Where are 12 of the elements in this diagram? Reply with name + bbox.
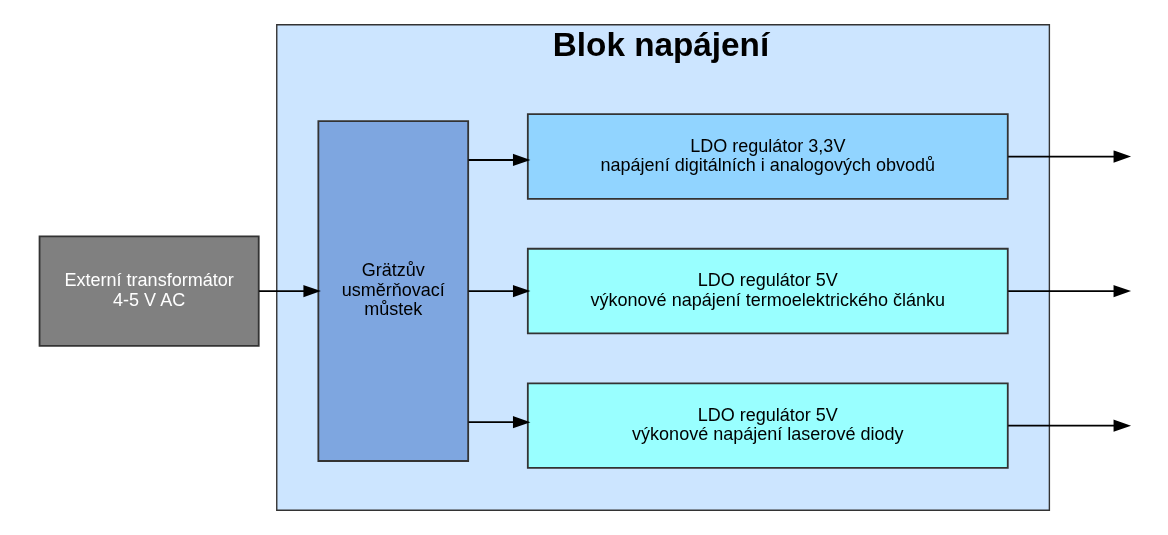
node-box: LDO regulátor 5V výkonové napájení laserové diody <box>526 382 1009 469</box>
arrow <box>467 153 530 167</box>
node-box: LDO regulátor 3,3V napájení digitálních i analogových obvodů <box>526 113 1009 200</box>
arrow <box>1006 419 1131 432</box>
arrow <box>1006 150 1131 163</box>
arrow <box>1006 284 1131 298</box>
node-box: LDO regulátor 5V výkonové napájení termoelektrického článku <box>526 247 1009 335</box>
arrow <box>467 284 530 298</box>
arrow <box>257 284 321 298</box>
node-box: Externí transformátor 4-5 V AC <box>38 235 260 347</box>
arrow <box>467 416 530 429</box>
node-box: Grätzův usměrňovací můstek <box>316 120 469 462</box>
